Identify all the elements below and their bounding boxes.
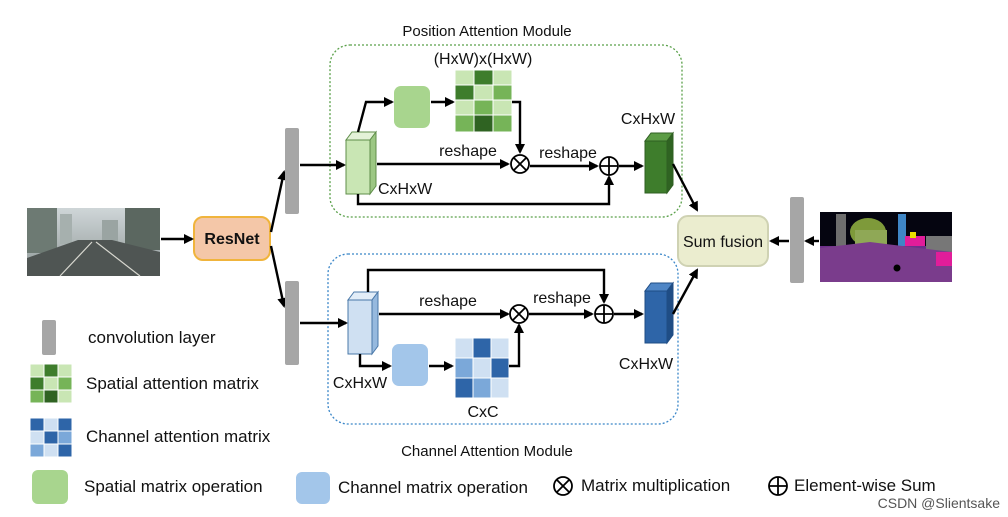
convolution-layer-top [285, 128, 299, 214]
legend-multiplication-label: Matrix multiplication [581, 476, 730, 495]
channel-module-title: Channel Attention Module [401, 443, 573, 460]
multiply-icon [509, 304, 529, 324]
legend-spatial-matrix-swatch [29, 363, 73, 404]
street-scene-image [27, 208, 160, 277]
sum-icon [599, 156, 619, 176]
spatial-attention-matrix [454, 69, 513, 133]
position-attention-module-frame [329, 44, 683, 218]
legend-spatial-matrix-label: Spatial attention matrix [86, 374, 259, 393]
watermark: CSDN @Slientsake [878, 495, 1001, 511]
channel-output-block [644, 281, 674, 345]
legend-channel-operation-swatch [296, 472, 330, 504]
resnet-label: ResNet [204, 231, 260, 248]
position-reshape-label-1: reshape [439, 143, 497, 160]
position-feature-dims: CxHxW [378, 181, 433, 198]
channel-feature-dims: CxHxW [333, 375, 388, 392]
sum-fusion-block [677, 215, 769, 267]
channel-matrix-operation [392, 344, 428, 386]
sum-icon [768, 476, 788, 496]
multiply-icon [553, 476, 573, 496]
legend-convolution-swatch [42, 320, 56, 355]
legend-spatial-operation-swatch [32, 470, 68, 504]
position-feature-block [345, 130, 377, 196]
spatial-matrix-operation [394, 86, 430, 128]
channel-output-dims: CxHxW [619, 356, 674, 373]
channel-attention-module-frame [327, 253, 679, 425]
channel-feature-block [347, 290, 379, 356]
legend-channel-matrix-swatch [29, 417, 73, 458]
legend-channel-operation-label: Channel matrix operation [338, 478, 528, 497]
channel-reshape-label-2: reshape [533, 290, 591, 307]
sum-fusion-label: Sum fusion [683, 234, 763, 251]
position-reshape-label-2: reshape [539, 145, 597, 162]
position-matrix-dims: (HxW)x(HxW) [434, 51, 533, 68]
channel-reshape-label-1: reshape [419, 293, 477, 310]
legend-channel-matrix-label: Channel attention matrix [86, 427, 271, 446]
segmentation-output-image [820, 212, 952, 282]
legend-sum-label: Element-wise Sum [794, 476, 936, 495]
position-output-dims: CxHxW [621, 111, 676, 128]
convolution-layer-output [790, 197, 804, 283]
position-module-title: Position Attention Module [402, 23, 571, 40]
legend-convolution-label: convolution layer [88, 328, 216, 347]
sum-icon [594, 304, 614, 324]
position-output-block [644, 131, 674, 195]
channel-attention-matrix [454, 337, 510, 399]
legend-spatial-operation-label: Spatial matrix operation [84, 477, 263, 496]
multiply-icon [510, 154, 530, 174]
channel-matrix-dims: CxC [467, 404, 498, 421]
resnet-block [193, 216, 271, 261]
convolution-layer-bottom [285, 281, 299, 365]
